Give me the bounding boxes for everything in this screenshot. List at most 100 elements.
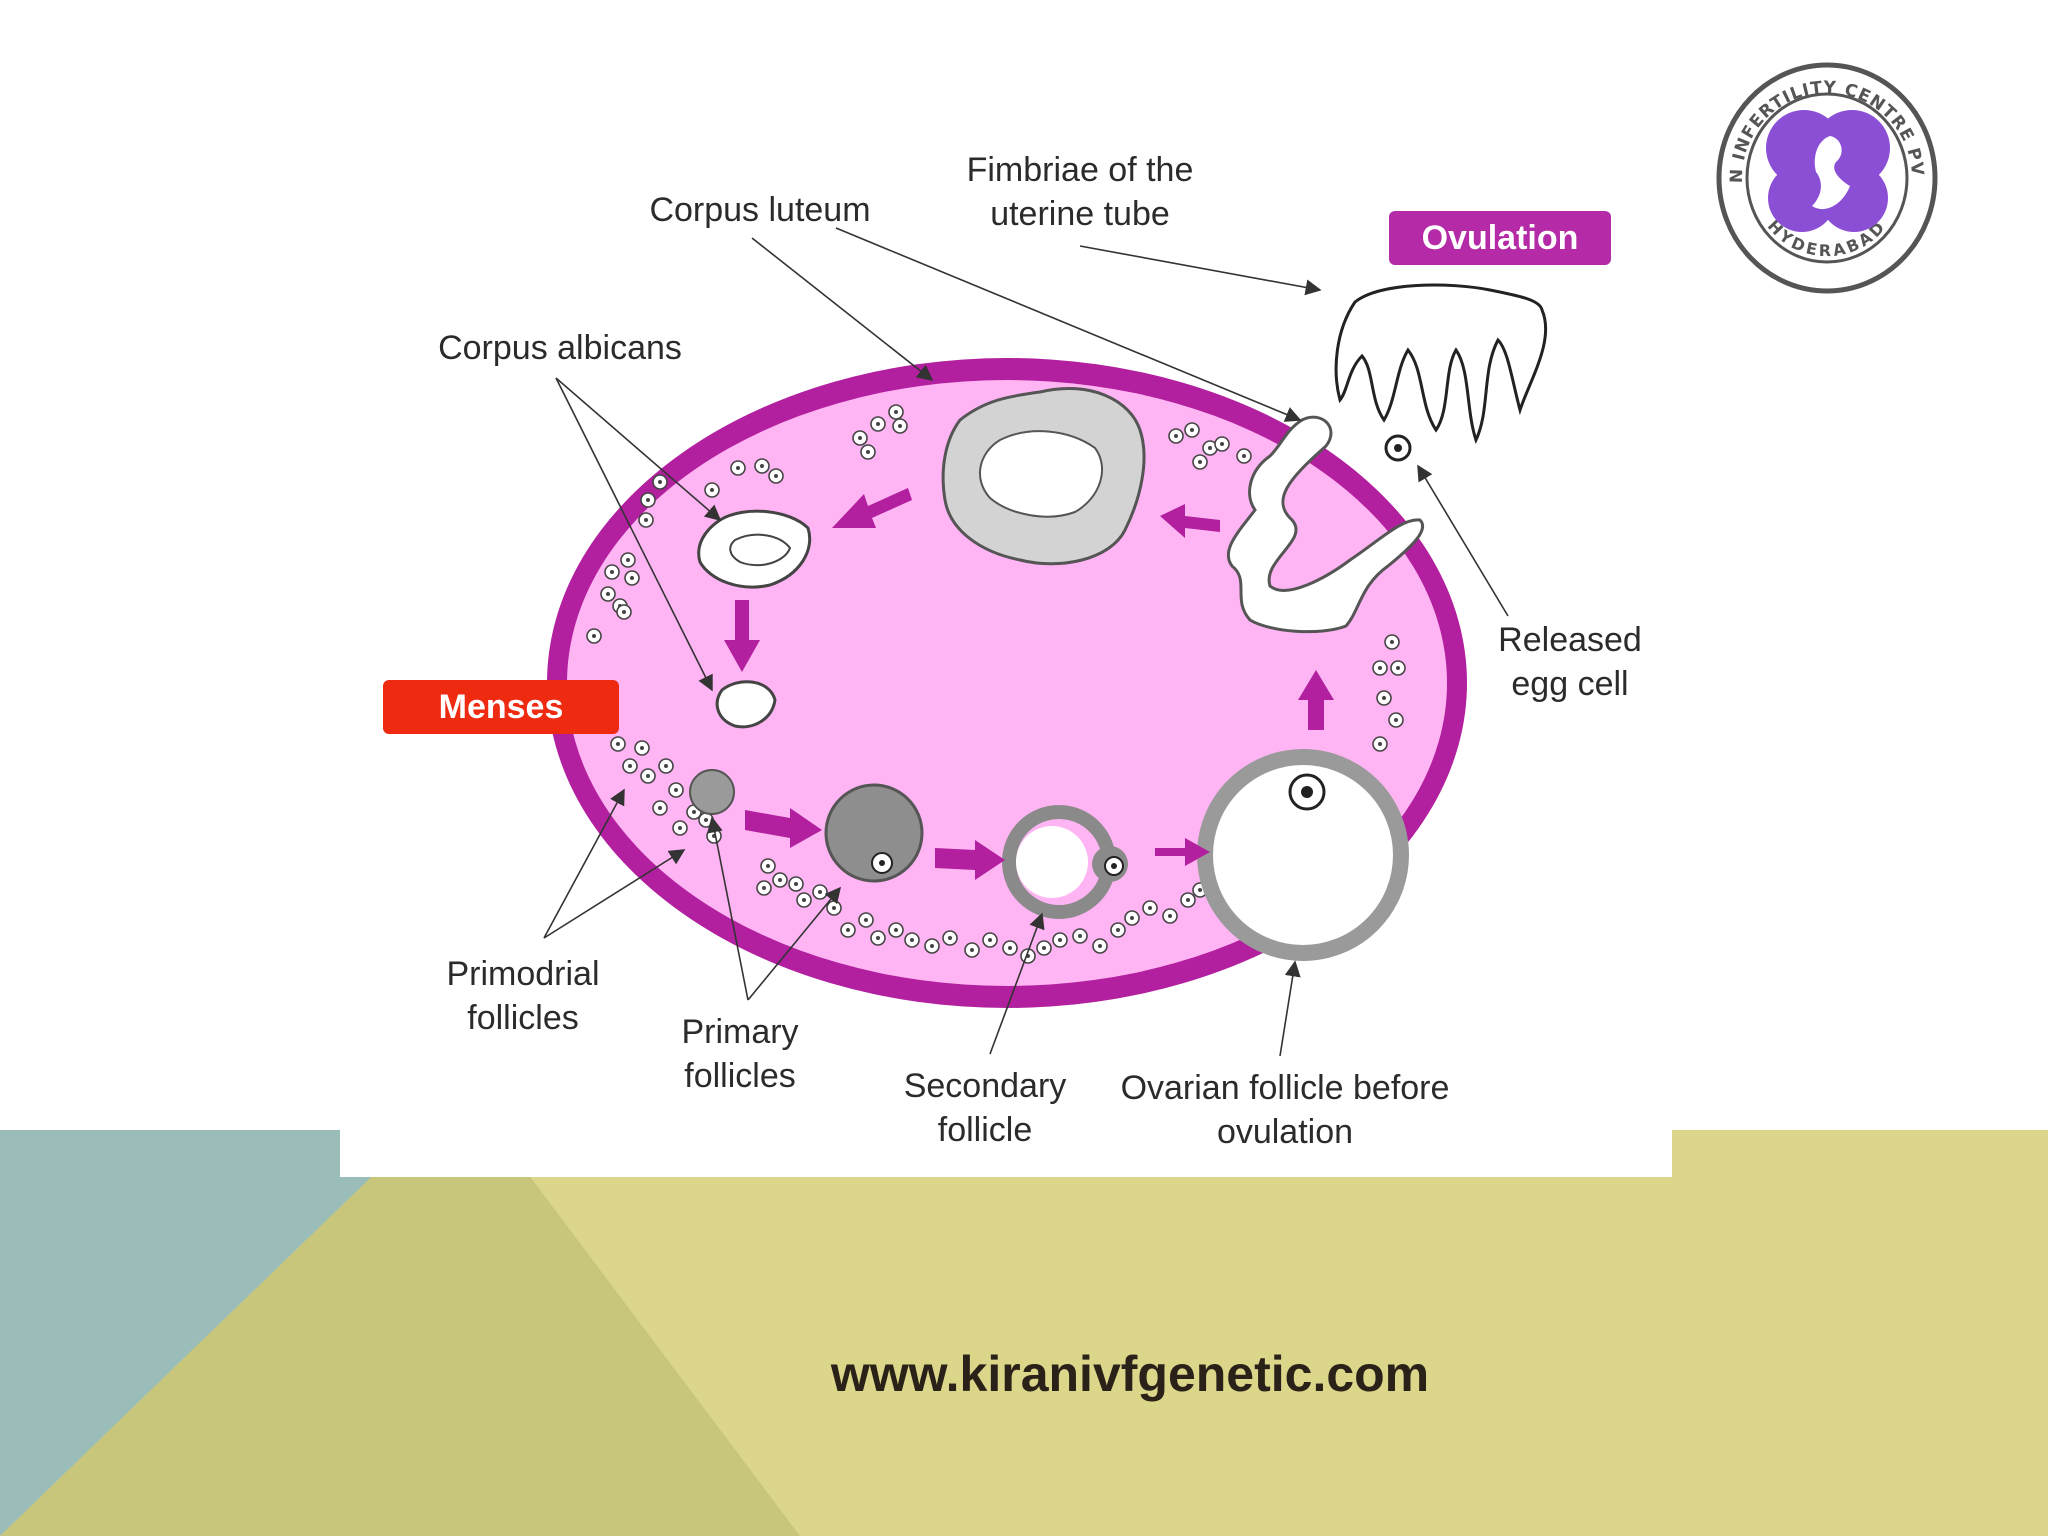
label-corpus-albicans: Corpus albicans [438,329,682,367]
primordial-follicle-nucleus [894,928,898,932]
primordial-follicle-nucleus [876,422,880,426]
primordial-follicle-nucleus [818,890,822,894]
primordial-follicle-nucleus [1378,742,1382,746]
primordial-follicle-nucleus [858,436,862,440]
arrow-graafian-to-ovulation [1298,670,1334,730]
secondary-follicle-nucleus [1111,863,1117,869]
arrow-albicans-down [724,600,760,672]
arrow-secondary-to-graafian [1155,838,1210,866]
primordial-follicle-nucleus [1382,696,1386,700]
label-released-egg-cell: Released egg cell [1498,621,1642,703]
primordial-follicle-nucleus [626,558,630,562]
primordial-follicle-nucleus [894,410,898,414]
primordial-follicle-nucleus [794,882,798,886]
primordial-follicle-nucleus [1058,938,1062,942]
ovulation-tag: Ovulation [1389,211,1611,265]
primordial-follicle-nucleus [644,518,648,522]
secondary-follicle-antrum [1016,826,1088,898]
primordial-follicle-nucleus [774,474,778,478]
primordial-follicle-nucleus [864,918,868,922]
primordial-follicle-nucleus [1186,898,1190,902]
primordial-follicle-nucleus [1390,640,1394,644]
primordial-follicle-nucleus [832,906,836,910]
primordial-follicle-nucleus [1396,666,1400,670]
primordial-follicle-nucleus [1242,454,1246,458]
primordial-follicle-nucleus [1098,944,1102,948]
primordial-follicle-nucleus [970,948,974,952]
primordial-follicle-nucleus [736,466,740,470]
primordial-follicle-nucleus [640,746,644,750]
primordial-follicle-nucleus [664,764,668,768]
primordial-follicle-nucleus [646,774,650,778]
primordial-follicle-nucleus [1220,442,1224,446]
primordial-follicle-nucleus [948,936,952,940]
primordial-follicle-nucleus [1394,718,1398,722]
primordial-follicle-nucleus [646,498,650,502]
graafian-follicle-nucleus [1301,786,1313,798]
primordial-follicle-cluster [689,769,735,815]
primordial-follicle-nucleus [1190,428,1194,432]
primordial-follicle-nucleus [592,634,596,638]
primordial-follicle-nucleus [1174,434,1178,438]
primordial-follicle-nucleus [1198,888,1202,892]
fimbriae-of-uterine-tube [1334,283,1548,445]
primary-follicle [824,783,924,883]
primordial-follicle-nucleus [710,488,714,492]
primary-follicle-nucleus [879,860,885,866]
arrow-primordial-to-primary [745,808,822,848]
primordial-follicle-nucleus [1130,916,1134,920]
website-url[interactable]: www.kiranivfgenetic.com [830,1346,1430,1402]
primordial-follicle-nucleus [846,928,850,932]
fertility-centre-seal-icon: KIRAN INFERTILITY CENTRE PVT LTD HYDERAB… [1712,58,1938,294]
primordial-follicle-nucleus [674,788,678,792]
primordial-follicle-nucleus [778,878,782,882]
primordial-follicle-nucleus [1168,914,1172,918]
label-ovarian-follicle-before-ovulation: Ovarian follicle before ovulation [1120,1069,1450,1151]
ovarian-follicle-before-ovulation [1197,749,1409,961]
primordial-follicle-nucleus [1378,666,1382,670]
ruptured-follicle [1226,415,1425,634]
label-secondary-follicle: Secondary follicle [903,1067,1067,1149]
primordial-follicle-nucleus [802,898,806,902]
primordial-follicle-nucleus [930,944,934,948]
primordial-follicle-nucleus [1148,906,1152,910]
primordial-follicle-nucleus [760,464,764,468]
primordial-follicle-nucleus [1116,928,1120,932]
primordial-follicle-nucleus [658,806,662,810]
primordial-follicle-nucleus [622,610,626,614]
arrow-corpus-luteum-to-albicans [832,488,912,528]
label-primary-follicles: Primary follicles [681,1013,799,1095]
primordial-follicle-nucleus [762,886,766,890]
primordial-follicle-nucleus [988,938,992,942]
primordial-follicle-nucleus [1008,946,1012,950]
primordial-follicle-nucleus [628,764,632,768]
primordial-follicle-nucleus [678,826,682,830]
primordial-follicle-nucleus [616,742,620,746]
primordial-follicle-nucleus [1042,946,1046,950]
primordial-follicle-nucleus [866,450,870,454]
corpus-albicans-large-inner [729,533,792,567]
background-olive-triangle [0,1130,800,1536]
primordial-follicle-nucleus [692,810,696,814]
corpus-albicans-large [697,509,812,589]
label-primodrial-follicles: Primodrial follicles [446,955,600,1037]
primordial-follicle-nucleus [1078,934,1082,938]
released-egg-nucleus [1394,444,1402,452]
primordial-follicle-nucleus [606,592,610,596]
primordial-follicle-nucleus [610,570,614,574]
arrow-primary-to-secondary [935,840,1005,880]
primordial-follicle-nucleus [704,818,708,822]
label-corpus-luteum: Corpus luteum [649,191,871,229]
logo-figure [1812,136,1850,210]
primordial-follicle-nucleus [898,424,902,428]
primordial-follicle-nucleus [1208,446,1212,450]
label-fimbriae: Fimbriae of the uterine tube [966,151,1194,233]
primordial-follicle-nucleus [1198,460,1202,464]
primordial-follicle-nucleus [658,480,662,484]
corpus-albicans-small [715,680,777,729]
cycle-arrows [724,488,1334,880]
primordial-follicle-nucleus [910,938,914,942]
scattered-primordial-follicles [586,404,1406,964]
corpus-luteum-core [979,430,1104,518]
